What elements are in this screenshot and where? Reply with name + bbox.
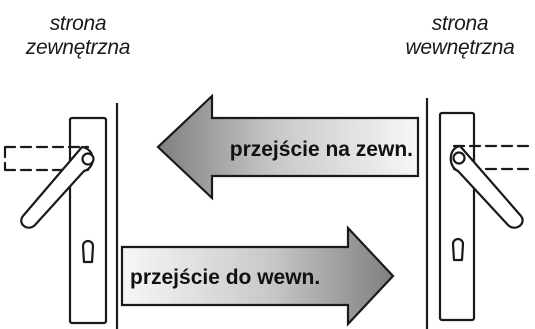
inside-label-line1: strona — [431, 12, 489, 35]
inside-side-label: strona wewnętrzna — [385, 12, 535, 60]
enter-direction-label: przejście do wewn. — [130, 266, 320, 289]
outside-door-handle-icon — [3, 116, 108, 325]
outside-label-line2: zewnętrzna — [25, 36, 131, 59]
exit-direction-arrow: przejście na zewn. — [156, 93, 420, 201]
outside-label-line1: strona — [49, 12, 107, 35]
exit-direction-label: przejście na zewn. — [230, 138, 413, 161]
inside-door-handle-icon — [438, 111, 533, 322]
outside-side-label: strona zewnętrzna — [8, 12, 148, 60]
enter-direction-arrow: przejście do wewn. — [120, 225, 395, 327]
inside-label-line2: wewnętrzna — [405, 36, 515, 59]
